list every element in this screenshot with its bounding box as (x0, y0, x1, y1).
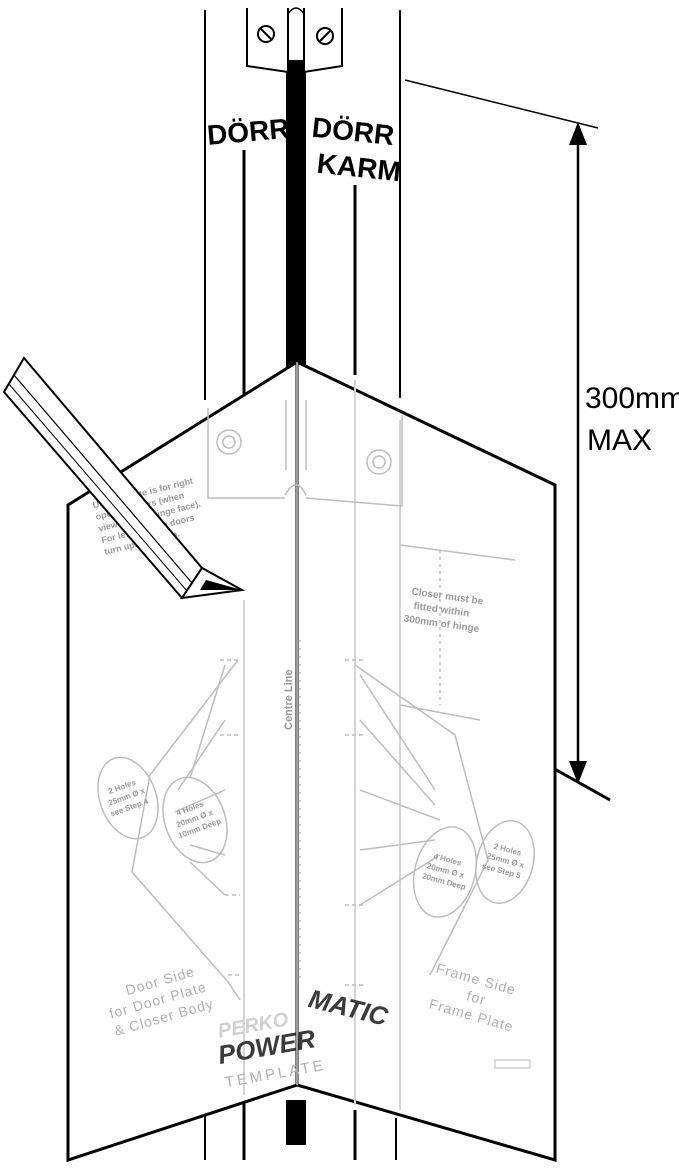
template-right-panel (295, 359, 557, 1162)
centre-line-label: Centre Line (283, 669, 295, 730)
template-screw-left-icon (216, 429, 242, 455)
folded-template (66, 359, 557, 1163)
arrow-down-icon (569, 761, 587, 784)
pencil-lead (200, 580, 242, 590)
door-gap-bottom (286, 1100, 306, 1145)
right-2holes-circle (475, 820, 535, 904)
left-holes4-label: 4 Holes 20mm Ø x 10mm Deep (175, 799, 222, 840)
arrow-up-icon (569, 122, 587, 145)
left-2holes-circle (97, 756, 159, 840)
frame-label-line2: KARM (316, 148, 403, 188)
left-4holes-circle (162, 776, 228, 864)
template-screw-right-icon (366, 449, 392, 475)
frame-label-line1: DÖRR (311, 112, 396, 151)
left-hole-pattern (131, 659, 241, 1001)
dimension-qualifier: MAX (587, 424, 652, 457)
right-4holes-circle (412, 826, 478, 918)
template-print (97, 400, 535, 1069)
right-hole-pattern (354, 664, 489, 976)
svg-text:for: for (465, 987, 488, 1008)
hinge (246, 7, 343, 74)
pencil-icon (2, 356, 246, 600)
template-hinge-outline (207, 408, 403, 507)
dimension-extension-top (404, 79, 599, 129)
dimension-value: 300mm (585, 382, 679, 415)
door-label: DÖRR (206, 113, 291, 151)
door-gap-top (286, 60, 306, 370)
